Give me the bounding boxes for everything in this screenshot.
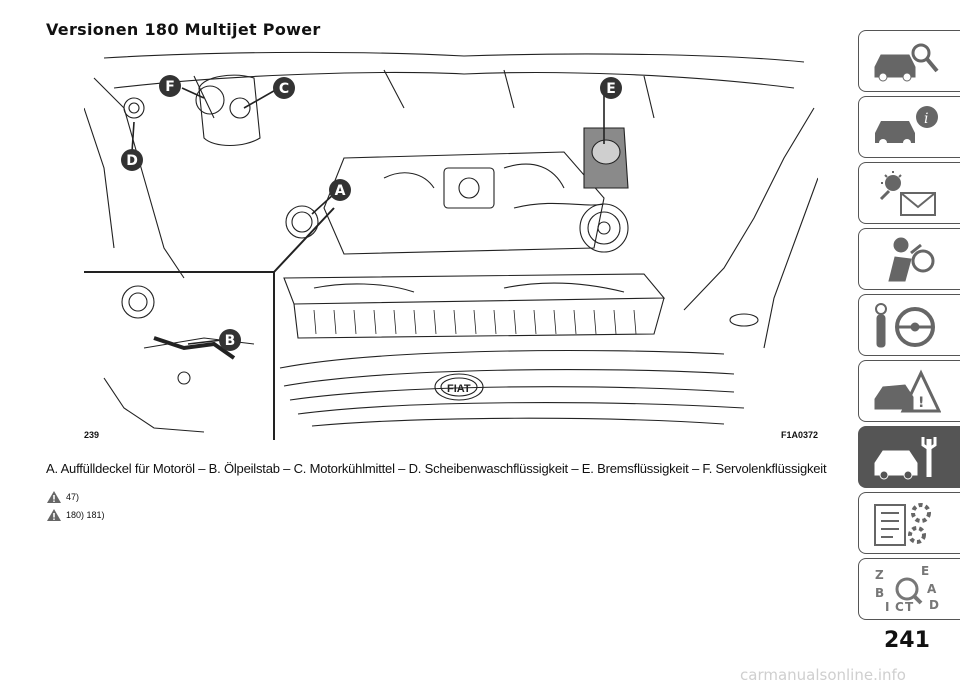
warning-icon bbox=[47, 509, 61, 521]
fiat-badge-text: FIAT bbox=[447, 383, 471, 395]
engine-bay-illustration: FIAT bbox=[84, 51, 818, 440]
tab-car-wrench[interactable] bbox=[858, 426, 960, 488]
airbag-person-icon bbox=[888, 237, 935, 282]
page-number: 241 bbox=[884, 628, 930, 653]
tab-steering-key[interactable] bbox=[858, 294, 960, 356]
warning-note-ref: 47) bbox=[66, 492, 80, 502]
car-breakdown-icon: ! bbox=[874, 369, 941, 413]
svg-text:I: I bbox=[885, 600, 889, 614]
tab-warning-lights[interactable] bbox=[858, 162, 960, 224]
tab-car-info[interactable]: i bbox=[858, 96, 960, 158]
svg-text:T: T bbox=[905, 600, 914, 614]
steering-key-icon bbox=[875, 303, 935, 348]
svg-text:E: E bbox=[921, 565, 929, 578]
car-info-icon: i bbox=[875, 106, 938, 147]
tab-car-search[interactable] bbox=[858, 30, 960, 92]
engine-bay-figure: FIAT bbox=[84, 48, 818, 440]
svg-text:C: C bbox=[895, 600, 904, 614]
figure-code: F1A0372 bbox=[780, 430, 818, 440]
data-gear-icon bbox=[874, 503, 931, 546]
watermark: carmanualsonline.info bbox=[740, 666, 906, 684]
figure-caption: A. Auffülldeckel für Motoröl – B. Ölpeil… bbox=[46, 461, 827, 476]
tab-data-gear[interactable] bbox=[858, 492, 960, 554]
car-search-icon bbox=[874, 43, 939, 82]
warning-note: 180) 181) bbox=[46, 508, 105, 522]
svg-text:A: A bbox=[927, 582, 937, 596]
svg-text:D: D bbox=[929, 598, 939, 612]
tab-airbag-person[interactable] bbox=[858, 228, 960, 290]
svg-text:B: B bbox=[875, 586, 884, 600]
figure-number: 239 bbox=[84, 430, 100, 440]
svg-text:Z: Z bbox=[875, 568, 884, 582]
section-heading: Versionen 180 Multijet Power bbox=[46, 20, 321, 39]
car-wrench-icon bbox=[874, 437, 937, 480]
warning-lights-icon bbox=[879, 171, 936, 216]
warning-icon bbox=[47, 491, 61, 503]
svg-text:i: i bbox=[924, 111, 928, 127]
warning-note: 47) bbox=[46, 490, 79, 504]
tab-car-breakdown[interactable]: ! bbox=[858, 360, 960, 422]
svg-text:!: ! bbox=[918, 395, 924, 411]
warning-note-ref: 180) 181) bbox=[66, 510, 105, 520]
